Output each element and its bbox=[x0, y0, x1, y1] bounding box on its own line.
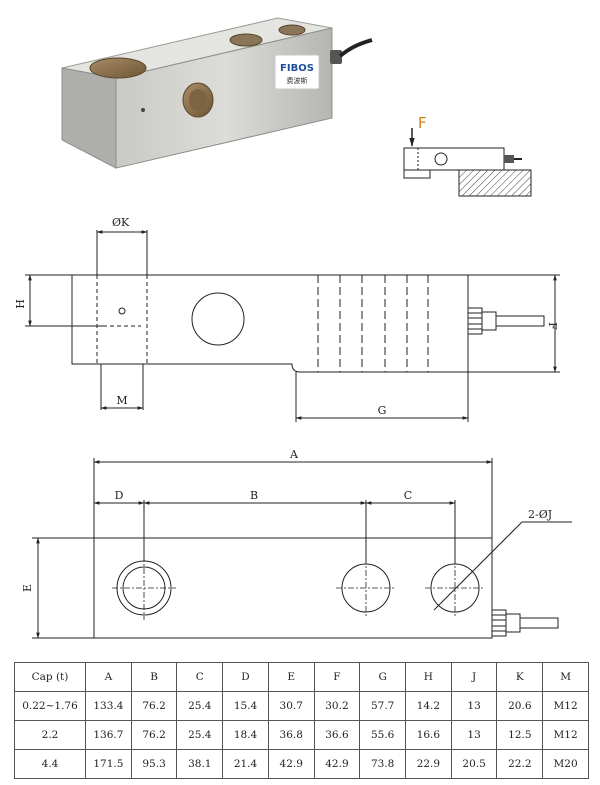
side-view bbox=[25, 230, 560, 422]
table-cell: 42.9 bbox=[313, 749, 361, 779]
table-cell: 20.5 bbox=[450, 749, 498, 779]
table-header: F bbox=[313, 662, 361, 692]
load-cell-photo: FIBOS 费波斯 bbox=[61, 17, 373, 169]
table-cell: 95.3 bbox=[130, 749, 178, 779]
table-cell: 30.2 bbox=[313, 691, 361, 721]
table-header: K bbox=[496, 662, 544, 692]
table-cell: 36.6 bbox=[313, 720, 361, 750]
table-cell: 171.5 bbox=[85, 749, 132, 779]
load-diagram: F bbox=[403, 114, 532, 197]
brand-label bbox=[274, 54, 320, 90]
dim-d-label: D bbox=[115, 489, 124, 502]
top-view-outline bbox=[93, 537, 493, 639]
table-header: D bbox=[222, 662, 269, 692]
table-cell: 76.2 bbox=[130, 691, 178, 721]
table-row: 2.2 136.7 76.2 25.4 18.4 36.8 36.6 55.6 … bbox=[14, 720, 589, 750]
table-cell: 36.8 bbox=[267, 720, 315, 750]
table-cell: 12.5 bbox=[496, 720, 544, 750]
table-cell: 76.2 bbox=[130, 720, 178, 750]
table-cell: 18.4 bbox=[222, 720, 269, 750]
table-cell: 16.6 bbox=[405, 720, 452, 750]
table-cell: 136.7 bbox=[85, 720, 132, 750]
table-header: J bbox=[450, 662, 498, 692]
spec-table: Cap (t) A B C D E F G H J K M 0.22~1.76 … bbox=[14, 662, 589, 779]
table-header: E bbox=[267, 662, 315, 692]
table-cell: 25.4 bbox=[176, 720, 224, 750]
dim-f-label: F bbox=[546, 322, 559, 330]
table-header: H bbox=[405, 662, 452, 692]
table-header: M bbox=[542, 662, 589, 692]
table-header: Cap (t) bbox=[14, 662, 86, 692]
dim-e-label: E bbox=[21, 584, 34, 592]
table-cell: 42.9 bbox=[267, 749, 315, 779]
dim-g-label: G bbox=[378, 404, 387, 417]
table-row: 0.22~1.76 133.4 76.2 25.4 15.4 30.7 30.2… bbox=[14, 691, 589, 721]
side-view-outline bbox=[71, 274, 469, 373]
brand-logo-text: FIBOS bbox=[280, 63, 314, 74]
table-cell: 0.22~1.76 bbox=[14, 691, 86, 721]
table-cell: 14.2 bbox=[405, 691, 452, 721]
table-cell: 73.8 bbox=[359, 749, 407, 779]
table-cell: 21.4 bbox=[222, 749, 269, 779]
side-view-hole bbox=[191, 292, 245, 346]
table-cell: 13 bbox=[450, 720, 498, 750]
table-cell: 15.4 bbox=[222, 691, 269, 721]
table-cell: 20.6 bbox=[496, 691, 544, 721]
cable bbox=[338, 38, 373, 58]
table-cell: 4.4 bbox=[14, 749, 86, 779]
table-cell: 30.7 bbox=[267, 691, 315, 721]
table-cell: M12 bbox=[542, 691, 589, 721]
table-header: G bbox=[359, 662, 407, 692]
dim-a-label: A bbox=[289, 448, 299, 461]
table-cell: 55.6 bbox=[359, 720, 407, 750]
top-view bbox=[32, 458, 572, 639]
table-row: 4.4 171.5 95.3 38.1 21.4 42.9 42.9 73.8 … bbox=[14, 749, 589, 779]
dim-k-label: ØK bbox=[112, 216, 130, 229]
table-cell: 22.2 bbox=[496, 749, 544, 779]
dim-j-label: 2-ØJ bbox=[528, 508, 552, 521]
table-cell: 133.4 bbox=[85, 691, 132, 721]
table-cell: 2.2 bbox=[14, 720, 86, 750]
dim-c-label: C bbox=[404, 489, 412, 502]
technical-drawing: FIBOS 费波斯 F bbox=[14, 17, 572, 639]
table-header: C bbox=[176, 662, 224, 692]
table-cell: 57.7 bbox=[359, 691, 407, 721]
table-header: A bbox=[85, 662, 132, 692]
table-cell: M20 bbox=[542, 749, 589, 779]
table-cell: 25.4 bbox=[176, 691, 224, 721]
brand-sub-text: 费波斯 bbox=[287, 76, 308, 85]
dim-b-label: B bbox=[250, 489, 258, 502]
table-cell: 38.1 bbox=[176, 749, 224, 779]
table-cell: M12 bbox=[542, 720, 589, 750]
table-header: B bbox=[130, 662, 178, 692]
force-label: F bbox=[418, 114, 427, 132]
table-cell: 22.9 bbox=[405, 749, 452, 779]
table-cell: 13 bbox=[450, 691, 498, 721]
dim-m-label: M bbox=[116, 394, 127, 407]
dim-h-label: H bbox=[14, 299, 27, 309]
spec-table-header-row: Cap (t) A B C D E F G H J K M bbox=[14, 662, 589, 692]
ground-support bbox=[458, 169, 532, 197]
